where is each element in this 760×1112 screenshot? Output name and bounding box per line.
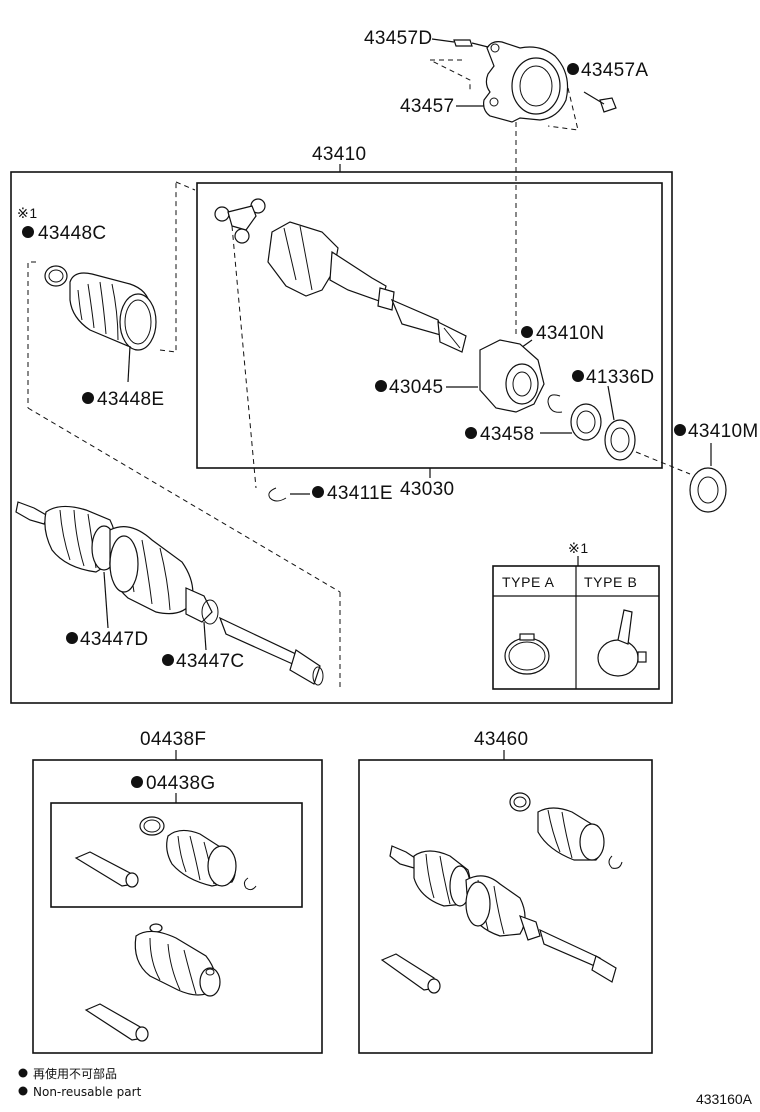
tripod-joint (214, 198, 266, 489)
label-43448C: 43448C (38, 223, 106, 244)
bearing-bracket-group (429, 39, 617, 338)
kit-box-43460 (358, 759, 653, 1054)
legend-line-2: Non-reusable part (33, 1085, 142, 1099)
oil-seal (689, 467, 727, 513)
boot-kit-04438F (84, 923, 221, 1042)
reference-code: 433160A (696, 1091, 753, 1107)
label-43411E: 43411E (327, 483, 393, 504)
inner-boot (44, 265, 157, 383)
shaft-kit-43460 (380, 792, 623, 994)
label-41336D: 41336D (586, 367, 654, 388)
legend-dot-2 (18, 1086, 28, 1096)
label-04438G: 04438G (146, 773, 215, 794)
label-43457: 43457 (400, 96, 454, 117)
label-43457D: 43457D (364, 28, 432, 49)
bearing-housing (479, 339, 545, 413)
label-43410: 43410 (312, 144, 366, 165)
note-mark-2: ※1 (568, 540, 589, 556)
label-43045: 43045 (389, 377, 443, 398)
label-43458: 43458 (480, 424, 534, 445)
boot-kit-04438G (74, 816, 257, 891)
label-43457A: 43457A (581, 60, 648, 81)
type-a-label: TYPE A (502, 574, 555, 590)
non-reusable-dot (567, 63, 579, 75)
legend-line-1: 再使用不可部品 (33, 1066, 117, 1081)
label-43030: 43030 (400, 479, 454, 500)
inboard-joint-shaft (267, 221, 467, 353)
label-43460: 43460 (474, 729, 528, 750)
kit-box-04438G (50, 802, 303, 908)
legend-dot-1 (18, 1068, 28, 1078)
label-43447D: 43447D (80, 629, 148, 650)
assembly-box-43410 (10, 171, 673, 704)
label-04438F: 04438F (140, 729, 206, 750)
label-43447C: 43447C (176, 651, 244, 672)
clamp-type-box: TYPE A TYPE B (492, 565, 660, 690)
label-43410M: 43410M (688, 421, 758, 442)
kit-box-04438F (32, 759, 323, 1054)
label-43448E: 43448E (97, 389, 164, 410)
type-b-label: TYPE B (584, 574, 637, 590)
label-43410N: 43410N (536, 323, 604, 344)
clip (268, 487, 287, 502)
note-mark-1: ※1 (17, 205, 38, 221)
bearing (570, 403, 636, 461)
outboard-shaft-assembly (15, 501, 324, 686)
